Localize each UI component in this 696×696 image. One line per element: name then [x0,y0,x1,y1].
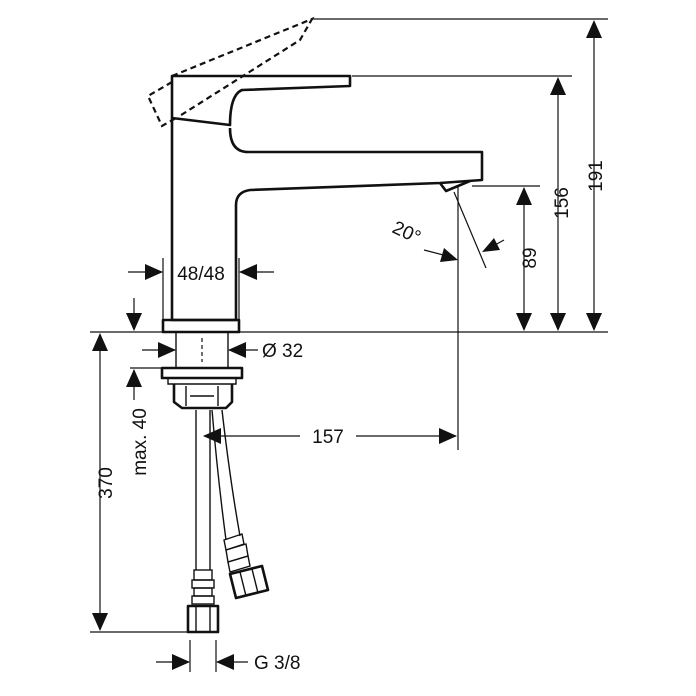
label-48-48: 48/48 [177,264,225,285]
dimension-157 [203,428,457,444]
label-191: 191 [586,160,607,192]
mounting-assembly [160,332,244,410]
dimension-max-40 [126,298,142,400]
label-370: 370 [96,467,117,499]
label-g-3-8: G 3/8 [254,653,300,674]
label-angle-20: 20° [389,217,424,248]
dimension-370 [92,333,108,631]
dimension-48-48 [128,264,274,280]
label-diameter-32: Ø 32 [262,341,303,362]
dimension-89 [516,187,532,331]
dimension-g-3-8 [156,654,248,670]
lever-open-position [146,16,315,128]
label-156: 156 [552,187,573,219]
label-89: 89 [520,247,541,268]
extension-lines [90,18,608,672]
faucet-outline [161,74,484,334]
label-157: 157 [312,427,344,448]
dimension-191 [586,20,602,331]
dimension-156 [550,77,566,331]
dimension-diameter-32 [142,342,258,358]
dimension-angle-20 [423,238,505,262]
label-max-40: max. 40 [130,408,151,476]
supply-hoses [186,409,270,634]
